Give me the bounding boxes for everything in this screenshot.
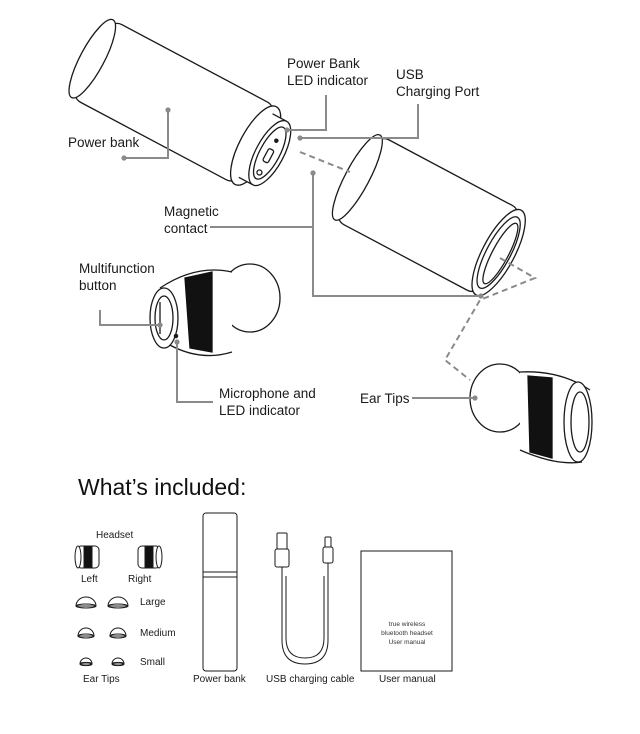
magnetic-contact-icon (256, 169, 263, 176)
right-label: Right (128, 574, 152, 585)
medium-label: Medium (140, 628, 176, 639)
user-manual-label: User manual (379, 674, 436, 685)
usb-cable-icon (274, 532, 334, 665)
callout-lines (99, 95, 481, 403)
earbud-left-illustration (149, 263, 281, 357)
ear-tips-icon (75, 596, 129, 667)
dashed-guides (299, 151, 538, 381)
multifunction-label: Multifunction button (79, 261, 155, 293)
power-bank-label: Power bank (68, 135, 140, 150)
power-bank-illustration (68, 18, 292, 187)
power-bank-small-icon (202, 512, 238, 672)
magnetic-contact-label: Magnetic contact (164, 204, 219, 236)
ear-tips-kit-label: Ear Tips (83, 674, 120, 685)
headset-label: Headset (96, 530, 134, 541)
manual-cover-text: true wireless bluetooth headset User man… (381, 621, 433, 646)
headset-pair-icon (74, 545, 163, 569)
led-dot-icon (274, 138, 279, 143)
ear-tips-label: Ear Tips (360, 391, 410, 406)
callout-dots (121, 107, 484, 401)
user-manual-icon (360, 550, 453, 672)
small-label: Small (140, 657, 166, 668)
earbud-right-illustration (469, 363, 593, 464)
usb-cable-label: USB charging cable (266, 674, 355, 685)
power-bank-kit-label: Power bank (193, 674, 246, 685)
case-sleeve-illustration (331, 134, 526, 297)
large-label: Large (140, 597, 166, 608)
included-title: What’s included: (78, 474, 247, 500)
power-bank-led-label: Power Bank LED indicator (287, 56, 369, 88)
mic-led-label: Microphone and LED indicator (219, 386, 316, 418)
usb-port-label: USB Charging Port (396, 67, 480, 99)
left-label: Left (81, 574, 98, 585)
